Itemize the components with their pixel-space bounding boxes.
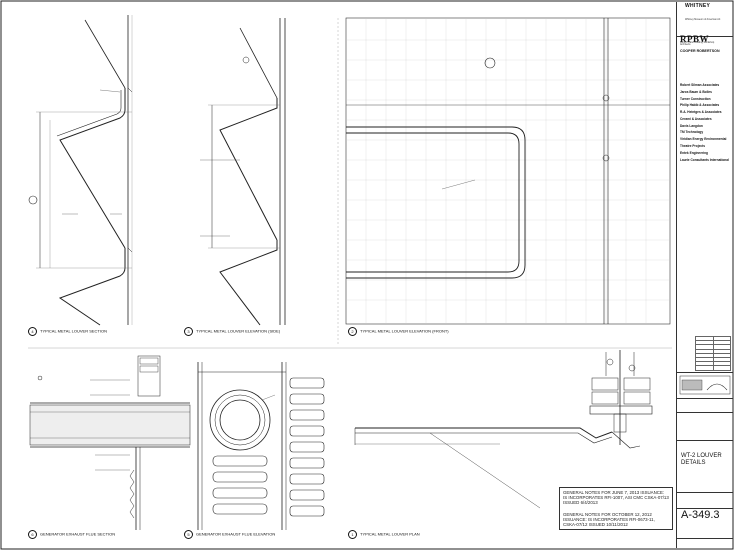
consultant-name: Cerami & Associates: [680, 116, 712, 121]
associate-architect: COOPER ROBERTSON: [680, 49, 720, 54]
view-title: TYPICAL METAL LOUVER ELEVATION (FRONT): [360, 328, 449, 334]
consultant: TM Technology: [680, 131, 731, 135]
general-note: GENERAL NOTES FOR OCTOBER 12, 2012 ISSUA…: [563, 511, 655, 528]
view-title: GENERATOR EXHAUST FLUE SECTION: [40, 531, 116, 537]
consultant: Laurie Consultants International: [680, 157, 731, 163]
consultant-name: Laurie Consultants International: [680, 157, 729, 162]
consultant-name: Robert Silman Associates: [680, 83, 720, 87]
consultant: Theatre Projects: [680, 144, 731, 149]
architect-block: RPBW Renzo Piano Building Workshop Archi…: [680, 34, 730, 54]
consultant-name: Jaros Baum & Bolles: [680, 89, 712, 94]
consultant-list: Robert Silman Associates Jaros Baum & Bo…: [680, 83, 731, 165]
view-number: 4: [28, 327, 37, 336]
drawing-title: WT-2 LOUVER DETAILS: [681, 453, 722, 467]
view-number: 2: [348, 327, 357, 336]
consultant-name: Turner Construction: [680, 96, 711, 101]
consultant-name: Theatre Projects: [680, 144, 705, 149]
divider: [677, 372, 733, 373]
consultant: Entek Engineering: [680, 150, 731, 156]
louver-front-elevation-drawing: [345, 17, 671, 325]
consultant-name: Philip Habib & Associates: [680, 103, 720, 108]
general-notes: GENERAL NOTES FOR JUNE 7, 2013 ISSUANCE:…: [559, 487, 673, 531]
consultant-name: TM Technology: [680, 130, 704, 135]
consultant: Turner Construction: [680, 96, 731, 102]
view-title: TYPICAL METAL LOUVER ELEVATION (SIDE): [196, 328, 281, 334]
louver-plan-drawing: [354, 350, 653, 509]
key-plan-icon: [679, 375, 731, 395]
revision-table: [695, 335, 731, 371]
drawing-title-line: WT-2 LOUVER: [681, 453, 722, 459]
view-number: 5: [184, 530, 193, 539]
view-number: 6: [28, 530, 37, 539]
divider: [677, 492, 733, 493]
firm-logo: RPBW: [680, 34, 709, 44]
divider: [677, 538, 733, 539]
divider: [677, 508, 733, 509]
louver-side-elevation-drawing: [200, 18, 286, 326]
divider: [677, 440, 733, 441]
divider: [677, 412, 733, 413]
drawing-title-line: DETAILS: [681, 460, 706, 466]
consultant: Viridian Energy Environmental: [680, 138, 731, 142]
title-block: WHITNEY Whitney Museum of American Art R…: [676, 2, 733, 548]
generator-flue-elevation-drawing: [197, 362, 325, 530]
consultant: Jaros Baum & Bolles: [680, 89, 731, 95]
view-number: 1: [348, 530, 357, 539]
consultant-name: Davis Langdon: [680, 123, 703, 128]
view-title: GENERATOR EXHAUST FLUE ELEVATION: [196, 531, 276, 537]
consultant: R.A. Heintges & Associates: [680, 111, 731, 115]
view-number: 3: [184, 327, 193, 336]
consultant: Cerami & Associates: [680, 116, 731, 122]
louver-section-drawing: [28, 15, 133, 326]
client-subtitle: Whitney Museum of American Art: [685, 18, 721, 21]
consultant: Davis Langdon: [680, 123, 731, 129]
general-note: GENERAL NOTES FOR JUNE 7, 2013 ISSUANCE:…: [563, 490, 669, 506]
view-title: TYPICAL METAL LOUVER PLAN: [360, 531, 420, 537]
consultant: Robert Silman Associates: [680, 83, 731, 88]
consultant: Philip Habib & Associates: [680, 104, 731, 108]
firm-line: Architects: [680, 43, 691, 47]
client-logo: WHITNEY: [685, 3, 711, 9]
sheet-number: A-349.3: [681, 509, 720, 521]
client-logo-box: WHITNEY Whitney Museum of American Art: [677, 2, 733, 37]
firm-line: Renzo Piano Building Workshop: [680, 40, 715, 44]
consultant-name: Entek Engineering: [680, 150, 708, 155]
divider: [677, 398, 733, 399]
consultant-name: Viridian Energy Environmental: [680, 137, 727, 142]
consultant-name: R.A. Heintges & Associates: [680, 110, 722, 115]
view-title: TYPICAL METAL LOUVER SECTION: [40, 328, 107, 334]
generator-flue-section-drawing: [29, 355, 191, 530]
